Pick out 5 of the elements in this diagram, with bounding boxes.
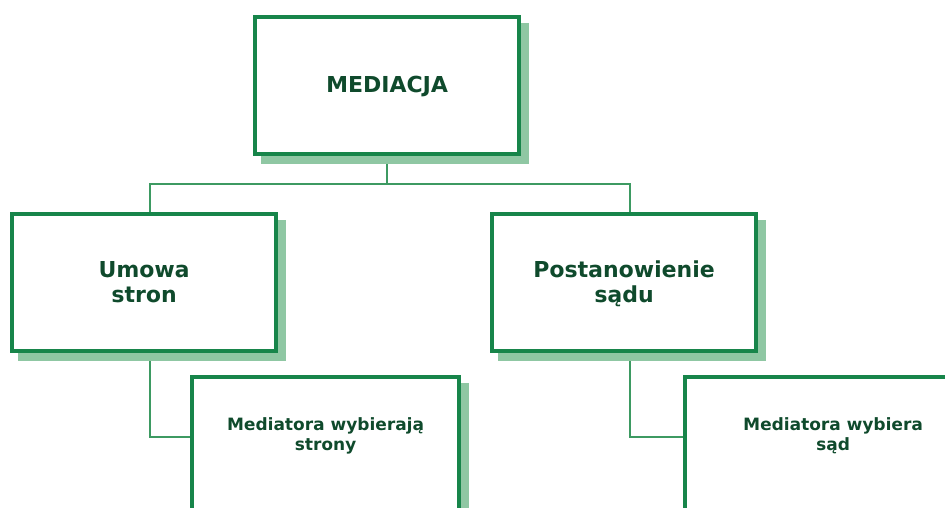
node-label: Postanowienie sądu <box>532 258 716 308</box>
node-label: Mediatora wybiera sąd <box>742 415 924 455</box>
node-label: Umowa stron <box>97 258 191 308</box>
node-label: MEDIACJA <box>326 73 448 98</box>
node-label: Mediatora wybierają strony <box>226 415 425 455</box>
